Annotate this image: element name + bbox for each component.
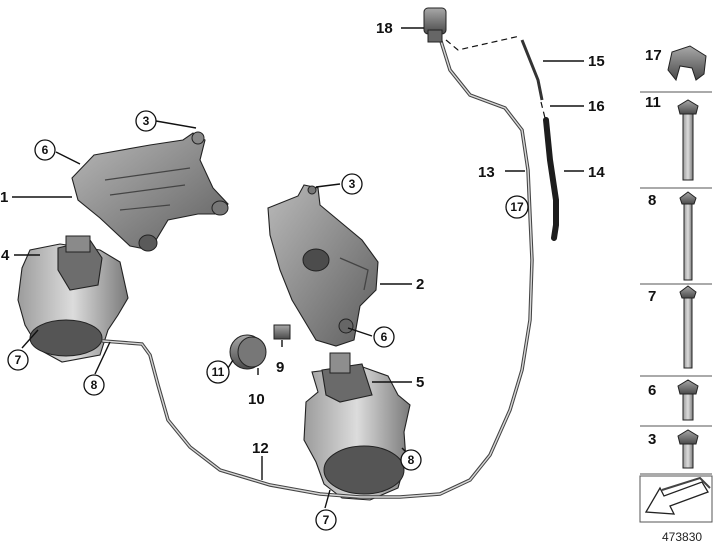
side-label-7: 7: [648, 288, 656, 305]
bolt-long-11: [677, 99, 699, 181]
engine-mount-right: [303, 352, 411, 501]
callout-10: 10: [248, 391, 265, 408]
svg-text:6: 6: [42, 143, 49, 157]
bolt-6: [677, 379, 699, 421]
callout-18: 18: [376, 20, 393, 37]
callout-9: 9: [276, 359, 284, 376]
engine-mount-left: [17, 235, 129, 363]
engine-support-bracket: [71, 131, 229, 252]
callout-4: 4: [1, 247, 10, 264]
circled-callout-17: 17: [505, 195, 529, 219]
svg-text:7: 7: [323, 513, 330, 527]
svg-text:3: 3: [349, 177, 356, 191]
vacuum-hose: [520, 39, 559, 241]
leader-lines: [12, 27, 584, 509]
side-panel: 17 11 8 7 6 3: [639, 45, 713, 523]
connection-dashed-line-2: [540, 101, 546, 119]
callout-13: 13: [478, 164, 495, 181]
direction-arrow-icon: [644, 481, 709, 515]
side-label-8: 8: [648, 192, 656, 209]
engine-mount-bracket-plate: [267, 184, 379, 347]
svg-text:11: 11: [212, 365, 225, 379]
svg-text:3: 3: [143, 114, 150, 128]
svg-text:17: 17: [510, 200, 524, 214]
callout-15: 15: [588, 53, 605, 70]
bolt-7: [679, 285, 697, 369]
rubber-buffer: [229, 334, 267, 370]
side-label-3: 3: [648, 431, 656, 448]
reference-number: 473830: [662, 530, 702, 544]
clip-part: [667, 45, 707, 82]
circled-callout-3-top: 3: [135, 110, 157, 132]
spacer-sleeve: [273, 324, 291, 340]
wiring-harness: [101, 36, 534, 499]
connection-dashed-line: [445, 35, 521, 51]
callout-14: 14: [588, 164, 605, 181]
circled-callout-6-top: 6: [34, 139, 56, 161]
circled-callout-11: 11: [206, 360, 230, 384]
svg-text:7: 7: [15, 353, 22, 367]
circled-callout-3-bracket: 3: [341, 173, 363, 195]
callout-1: 1: [0, 189, 8, 206]
svg-text:6: 6: [381, 330, 388, 344]
circled-callout-8-left: 8: [83, 374, 105, 396]
circled-callout-8-right: 8: [400, 449, 422, 471]
side-label-11: 11: [645, 94, 661, 111]
side-label-17: 17: [645, 47, 662, 64]
side-label-6: 6: [648, 382, 656, 399]
callout-16: 16: [588, 98, 605, 115]
bolt-8: [679, 191, 697, 281]
callout-5: 5: [416, 374, 424, 391]
callout-2: 2: [416, 276, 424, 293]
callout-12: 12: [252, 440, 269, 457]
circled-callout-6-bracket: 6: [373, 326, 395, 348]
circled-callout-7-left: 7: [7, 349, 29, 371]
svg-text:8: 8: [408, 453, 415, 467]
connector-plug: [423, 7, 447, 43]
circled-callout-7-right: 7: [315, 509, 337, 531]
svg-text:8: 8: [91, 378, 98, 392]
bolt-3: [677, 429, 699, 469]
